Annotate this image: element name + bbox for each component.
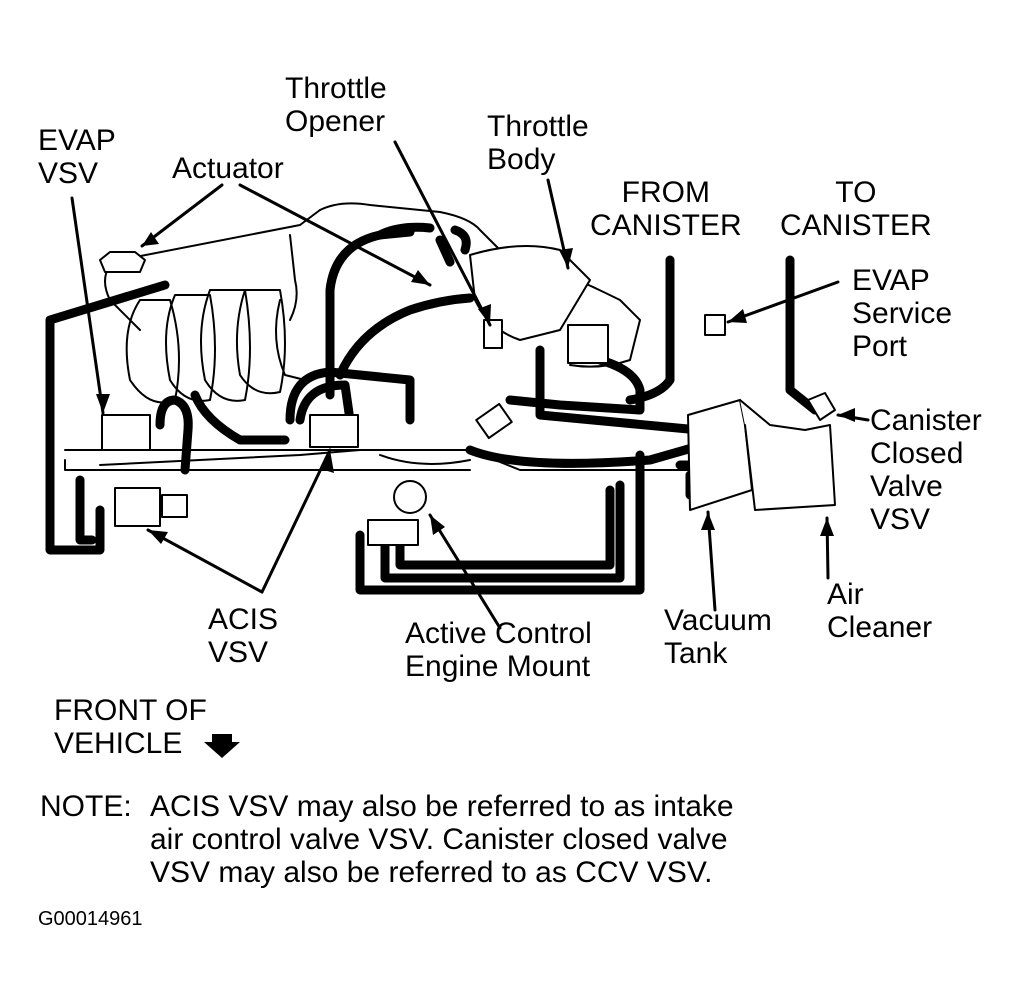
label-throttle-body: Throttle Body: [487, 110, 589, 176]
leader-lines: [70, 140, 870, 630]
vacuum-hoses: [45, 222, 820, 595]
label-to-canister: TO CANISTER: [780, 176, 932, 242]
acis-vsv-body: [309, 414, 359, 448]
throttle-box: [567, 324, 609, 364]
lower-vsv-body: [114, 487, 161, 527]
label-from-canister: FROM CANISTER: [590, 176, 742, 242]
mount-vsv-body: [367, 519, 419, 546]
note-prefix: NOTE:: [40, 790, 132, 823]
air-cleaner: [739, 399, 836, 511]
label-vacuum-tank: Vacuum Tank: [664, 604, 772, 670]
coupler: [475, 402, 513, 440]
label-evap-service-port: EVAP Service Port: [852, 264, 953, 363]
label-active-control-engine-mount: Active Control Engine Mount: [405, 617, 592, 683]
label-actuator: Actuator: [172, 152, 284, 185]
label-air-cleaner: Air Cleaner: [827, 578, 933, 644]
throttle-opener: [483, 319, 503, 349]
label-canister-closed-valve-vsv: Canister Closed Valve VSV: [870, 404, 982, 536]
figure-id: G00014961: [38, 908, 143, 930]
note-line-3: VSV may also be referred to as CCV VSV.: [150, 856, 713, 889]
evap-service-port: [704, 314, 726, 336]
canister-closed-valve: [807, 392, 836, 421]
note-block: NOTE: ACIS VSV may also be referred to a…: [40, 790, 734, 889]
mount-bulb: [393, 480, 427, 514]
lower-vsv-cap: [161, 494, 188, 518]
note-line-2: air control valve VSV. Canister closed v…: [150, 823, 728, 856]
note-line-1: ACIS VSV may also be referred to as inta…: [150, 790, 734, 823]
label-front-of-vehicle: FRONT OF VEHICLE: [54, 694, 207, 760]
arrow-heads: [96, 232, 855, 758]
evap-vsv-body: [101, 414, 151, 451]
label-evap-vsv: EVAP VSV: [38, 124, 116, 190]
vacuum-tank: [687, 399, 753, 511]
components: [99, 245, 836, 546]
front-arrow-down-icon: [204, 734, 240, 758]
label-throttle-opener: Throttle Opener: [285, 72, 387, 138]
label-acis-vsv: ACIS VSV: [208, 603, 279, 669]
evap-top-actuator: [99, 251, 146, 273]
